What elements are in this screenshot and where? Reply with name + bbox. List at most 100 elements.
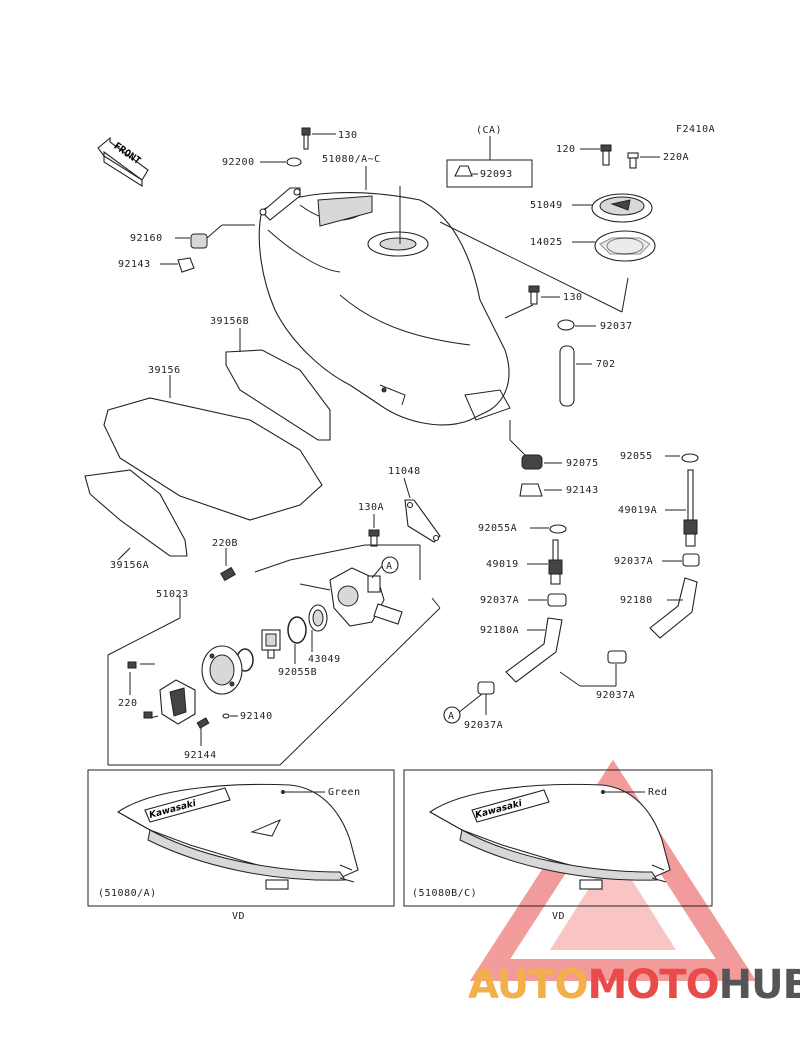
label-39156: 39156 — [148, 365, 181, 376]
watermark-hub: HUB — [718, 962, 800, 1008]
grommet-92160 — [190, 233, 208, 249]
petcock-filter — [261, 629, 281, 659]
tank-decal-red: Kawasaki — [428, 783, 671, 890]
collar-92143-mid — [519, 483, 543, 497]
label-92037A-3: 92037A — [596, 690, 635, 701]
screw-220-b — [143, 711, 153, 719]
ca-box — [446, 159, 533, 188]
cap-92093 — [454, 165, 473, 177]
label-14025: 14025 — [530, 237, 563, 248]
label-vd-left: VD — [232, 911, 245, 922]
tank-decal-green: Kawasaki — [116, 783, 359, 890]
watermark-text: AUTOMOTOHUB — [468, 962, 800, 1008]
label-variant-bc: (51080B/C) — [412, 888, 477, 899]
watermark-auto: AUTO — [468, 962, 588, 1008]
label-130-top: 130 — [338, 130, 358, 141]
label-49019: 49019 — [486, 559, 519, 570]
label-39156A: 39156A — [110, 560, 149, 571]
oring-92055A — [549, 524, 567, 534]
petcock-lever — [159, 679, 196, 725]
clamp-92037A-bottom — [477, 681, 495, 695]
label-39156B: 39156B — [210, 316, 249, 327]
label-51023: 51023 — [156, 589, 189, 600]
label-92055: 92055 — [620, 451, 653, 462]
label-11048: 11048 — [388, 466, 421, 477]
oring-92055 — [681, 453, 699, 463]
label-ca: (CA) — [476, 125, 502, 136]
label-130-mid: 130 — [563, 292, 583, 303]
label-92055A: 92055A — [478, 523, 517, 534]
front-arrow-icon: FRONT — [97, 136, 149, 187]
watermark-logo-icon — [469, 759, 757, 981]
watermark-moto: MOTO — [587, 962, 720, 1008]
oring-92055B — [287, 616, 307, 644]
label-49019A: 49019A — [618, 505, 657, 516]
clamp-92037-top — [557, 319, 575, 331]
clamp-92037A-lower — [607, 650, 627, 664]
label-43049: 43049 — [308, 654, 341, 665]
label-92180A: 92180A — [480, 625, 519, 636]
label-92093: 92093 — [480, 169, 513, 180]
label-a-1: A — [386, 561, 393, 572]
bolt-130-mid — [528, 285, 540, 293]
label-92180: 92180 — [620, 595, 653, 606]
label-green: Green — [328, 787, 361, 798]
clamp-92037A-right — [682, 553, 700, 567]
label-92200: 92200 — [222, 157, 255, 168]
label-92037-top: 92037 — [600, 321, 633, 332]
fitting-49019 — [548, 539, 563, 585]
label-51080: 51080/A~C — [322, 154, 381, 165]
clamp-92037A-mid — [547, 593, 567, 607]
petcock-group-lines — [107, 544, 441, 766]
label-92037A-1: 92037A — [614, 556, 653, 567]
label-92160: 92160 — [130, 233, 163, 244]
variant-box-a — [87, 769, 395, 907]
label-92055B: 92055B — [278, 667, 317, 678]
cap-51049 — [591, 193, 653, 223]
label-220B: 220B — [212, 538, 238, 549]
ring-14025 — [594, 230, 656, 262]
fitting-49019A — [683, 469, 698, 547]
label-51049: 51049 — [530, 200, 563, 211]
fuel-tank — [258, 186, 511, 426]
bolt-130-top — [301, 127, 311, 150]
hose-92180A — [505, 617, 563, 683]
hose-702 — [559, 345, 575, 407]
collar-92143-top — [177, 257, 195, 273]
label-red: Red — [648, 787, 668, 798]
variant-box-bc — [403, 769, 713, 907]
label-220: 220 — [118, 698, 138, 709]
grommet-92075 — [521, 454, 543, 470]
screw-220B — [220, 566, 236, 582]
petcock-body — [299, 567, 403, 627]
label-702: 702 — [596, 359, 616, 370]
pad-39156A — [84, 469, 188, 557]
pad-39156B — [225, 349, 331, 441]
label-a-2: A — [448, 711, 455, 722]
washer-92140 — [222, 713, 230, 719]
pad-39156 — [103, 397, 323, 521]
label-92037A-4: 92037A — [464, 720, 503, 731]
screw-220A — [627, 152, 639, 159]
ref-circle-a-1 — [381, 556, 399, 574]
bolt-130A — [368, 529, 380, 537]
label-92037A-2: 92037A — [480, 595, 519, 606]
label-92143-mid: 92143 — [566, 485, 599, 496]
label-vd-right: VD — [552, 911, 565, 922]
label-92075: 92075 — [566, 458, 599, 469]
label-92143-top: 92143 — [118, 259, 151, 270]
hose-92180 — [649, 577, 698, 639]
bolt-120 — [600, 144, 612, 152]
label-92140: 92140 — [240, 711, 273, 722]
label-120: 120 — [556, 144, 576, 155]
screw-220-a — [127, 661, 137, 669]
washer-92200 — [286, 157, 302, 167]
ref-circle-a-2 — [443, 706, 461, 724]
spring-92144 — [196, 717, 210, 729]
label-220A: 220A — [663, 152, 689, 163]
label-variant-a: (51080/A) — [98, 888, 157, 899]
label-130A: 130A — [358, 502, 384, 513]
petcock-cover — [201, 645, 243, 695]
diagram-code: F2410A — [676, 124, 715, 135]
